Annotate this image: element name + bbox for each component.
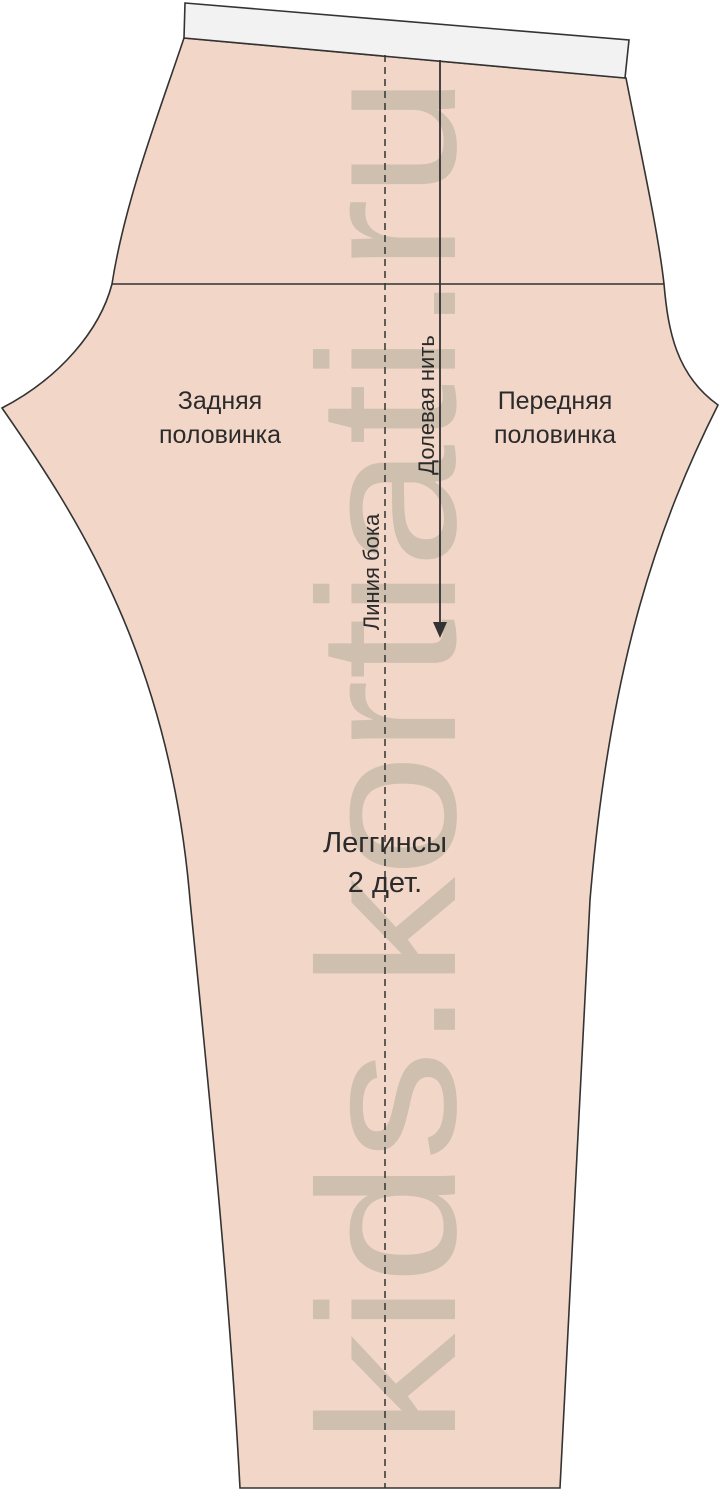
front-half-label-line1: Передняя [498, 387, 613, 415]
grain-line-arrowhead [433, 622, 447, 638]
back-half-label-line1: Задняя [178, 387, 262, 415]
pattern-title-line1: Леггинсы [323, 827, 447, 859]
pattern-piece-outline [0, 37, 720, 1489]
front-half-label-line2: половинка [494, 421, 616, 449]
watermark-text: kids.kortiati.ru [278, 75, 497, 1445]
grain-line-label: Долевая нить [414, 335, 439, 475]
back-half-label-line2: половинка [159, 421, 281, 449]
pattern-title-line2: 2 дет. [348, 867, 422, 899]
side-line-label: Линия бока [359, 513, 384, 630]
waistband-strip [183, 2, 630, 79]
